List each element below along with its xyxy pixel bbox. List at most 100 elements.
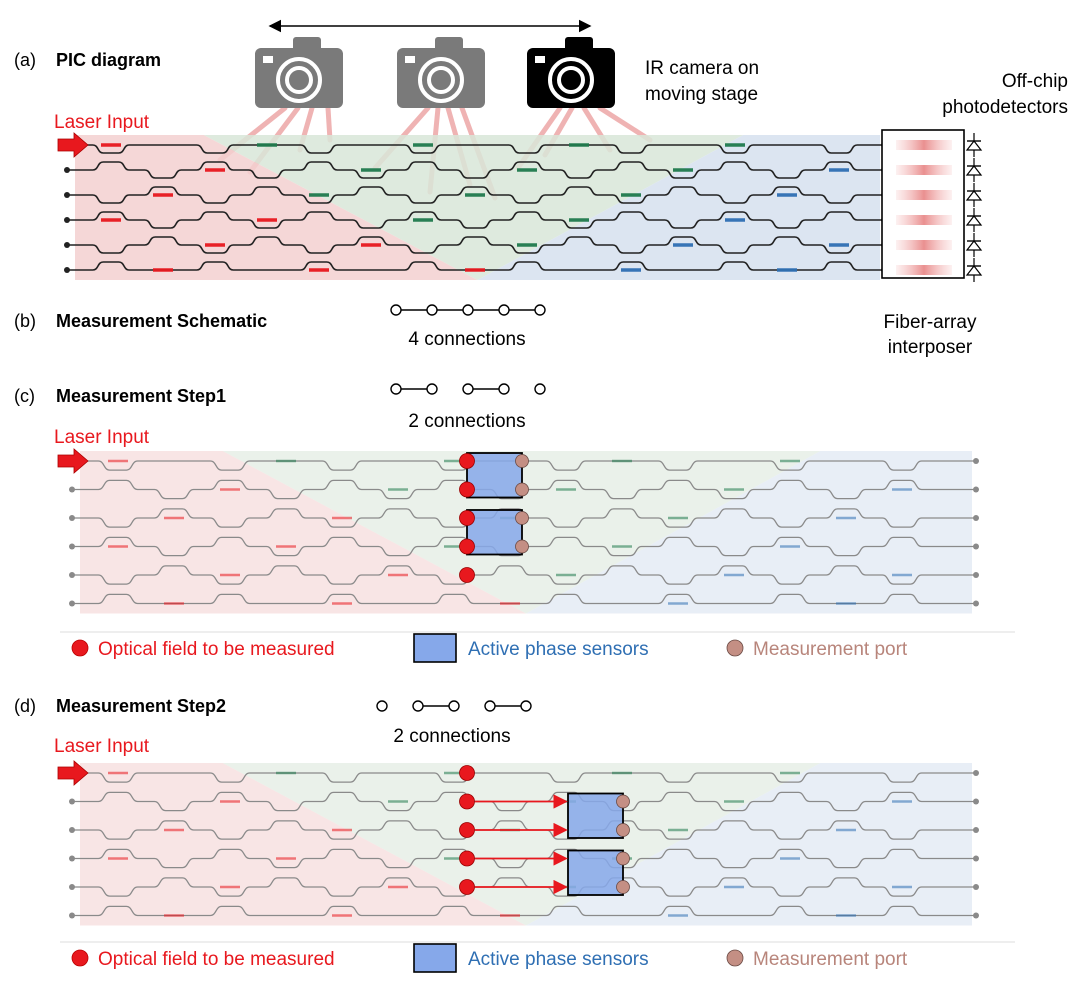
legend-port-swatch <box>726 639 744 657</box>
photodiode-icon <box>965 215 983 226</box>
laser-input-arrow <box>57 448 89 474</box>
input-port <box>64 217 70 223</box>
camera-flash <box>405 56 415 63</box>
input-port <box>64 267 70 273</box>
fiber-array-interposer <box>881 129 965 279</box>
ir-beam <box>325 105 333 143</box>
legend-sensor-label-2: Active phase sensors <box>468 949 649 970</box>
connection-node <box>498 383 510 395</box>
laser-input-label-c: Laser Input <box>54 427 150 448</box>
active-phase-sensor <box>567 792 624 839</box>
panel-d: (d) Measurement Step2 2 connections Lase… <box>14 696 1015 943</box>
waveguide <box>72 460 976 471</box>
input-port <box>64 192 70 198</box>
input-port <box>69 827 75 833</box>
optical-field-dot <box>459 822 475 838</box>
input-port <box>69 798 75 805</box>
detector-label-line2: photodetectors <box>942 97 1068 118</box>
camera-icon <box>397 37 485 108</box>
measurement-port-dot <box>616 851 630 866</box>
output-port <box>973 884 979 890</box>
input-port <box>69 515 75 521</box>
interposer-label-line2: interposer <box>888 337 973 358</box>
measurement-port-dot <box>616 823 630 837</box>
laser-input-arrow <box>57 132 89 158</box>
laser-input-label-a: Laser Input <box>54 112 150 133</box>
connection-node <box>462 304 474 316</box>
connection-node <box>484 700 496 712</box>
legend-port-swatch-2 <box>726 949 744 967</box>
ir-cameras <box>255 37 615 108</box>
waveguide <box>72 536 976 557</box>
waveguide <box>72 820 976 840</box>
photodiode-icon <box>965 265 983 276</box>
input-port <box>69 912 75 919</box>
legend-sensor-swatch-2 <box>413 943 457 973</box>
output-port <box>973 486 979 493</box>
panel-b-letter: (b) <box>14 311 36 331</box>
panel-c-letter: (c) <box>14 386 35 406</box>
fiber-coupling-beam <box>896 165 952 175</box>
fiber-coupling-beam <box>896 265 952 275</box>
camera-lens <box>427 66 455 94</box>
input-port <box>69 600 75 607</box>
waveguide <box>72 791 976 812</box>
camera-lens <box>557 66 585 94</box>
waveguide <box>72 565 976 585</box>
camera-body <box>527 48 615 108</box>
photodiode-icon <box>965 140 983 151</box>
output-port <box>973 543 979 550</box>
camera-top <box>565 37 593 51</box>
camera-label-line1: IR camera on <box>645 58 759 79</box>
legend-port-label-2: Measurement port <box>753 949 908 970</box>
camera-body <box>255 48 343 108</box>
output-port <box>973 770 979 776</box>
output-port <box>973 572 979 578</box>
legend-field-swatch-2 <box>71 949 89 967</box>
camera-lens-ring <box>548 57 594 103</box>
camera-icon <box>255 37 343 108</box>
camera-top <box>293 37 321 51</box>
connection-node <box>412 700 424 712</box>
connection-node <box>462 383 474 395</box>
region-green <box>203 135 744 280</box>
panel-b: (b) Measurement Schematic 4 connections <box>14 304 546 350</box>
connections-label-d: 2 connections <box>393 726 510 747</box>
measurement-port-dot <box>515 482 529 497</box>
legend-field-label-2: Optical field to be measured <box>98 949 335 970</box>
legend-port-label: Measurement port <box>753 639 908 660</box>
measurement-port-dot <box>515 454 529 468</box>
output-port <box>973 912 979 919</box>
camera-flash <box>263 56 273 63</box>
waveguide <box>72 508 976 528</box>
output-port <box>973 515 979 521</box>
step1-overlay <box>459 452 529 583</box>
interposer-box <box>881 129 965 279</box>
fiber-coupling-beam <box>896 240 952 250</box>
output-port <box>973 458 979 464</box>
input-port <box>69 486 75 493</box>
input-port <box>64 167 70 173</box>
pic-mesh-d <box>57 760 979 926</box>
optical-field-dot <box>459 538 475 555</box>
panel-a-title: PIC diagram <box>56 50 161 70</box>
optical-field-dot <box>459 879 475 895</box>
connection-node <box>534 304 546 316</box>
camera-lens-ring <box>276 57 322 103</box>
detector-label-line1: Off-chip <box>1002 71 1068 92</box>
panel-c-title: Measurement Step1 <box>56 386 226 406</box>
panel-d-title: Measurement Step2 <box>56 696 226 716</box>
connections-label-b: 4 connections <box>408 329 525 350</box>
waveguide <box>72 772 976 783</box>
connection-node <box>534 383 546 395</box>
input-port <box>64 242 70 248</box>
measurement-port-dot <box>515 539 529 554</box>
waveguide <box>67 236 884 254</box>
pic-mesh-a <box>57 132 887 280</box>
fiber-coupling-beam <box>896 190 952 200</box>
measurement-port-dot <box>515 511 529 525</box>
waveguide <box>67 261 884 271</box>
input-port <box>69 884 75 890</box>
camera-body <box>397 48 485 108</box>
waveguide <box>72 905 976 917</box>
